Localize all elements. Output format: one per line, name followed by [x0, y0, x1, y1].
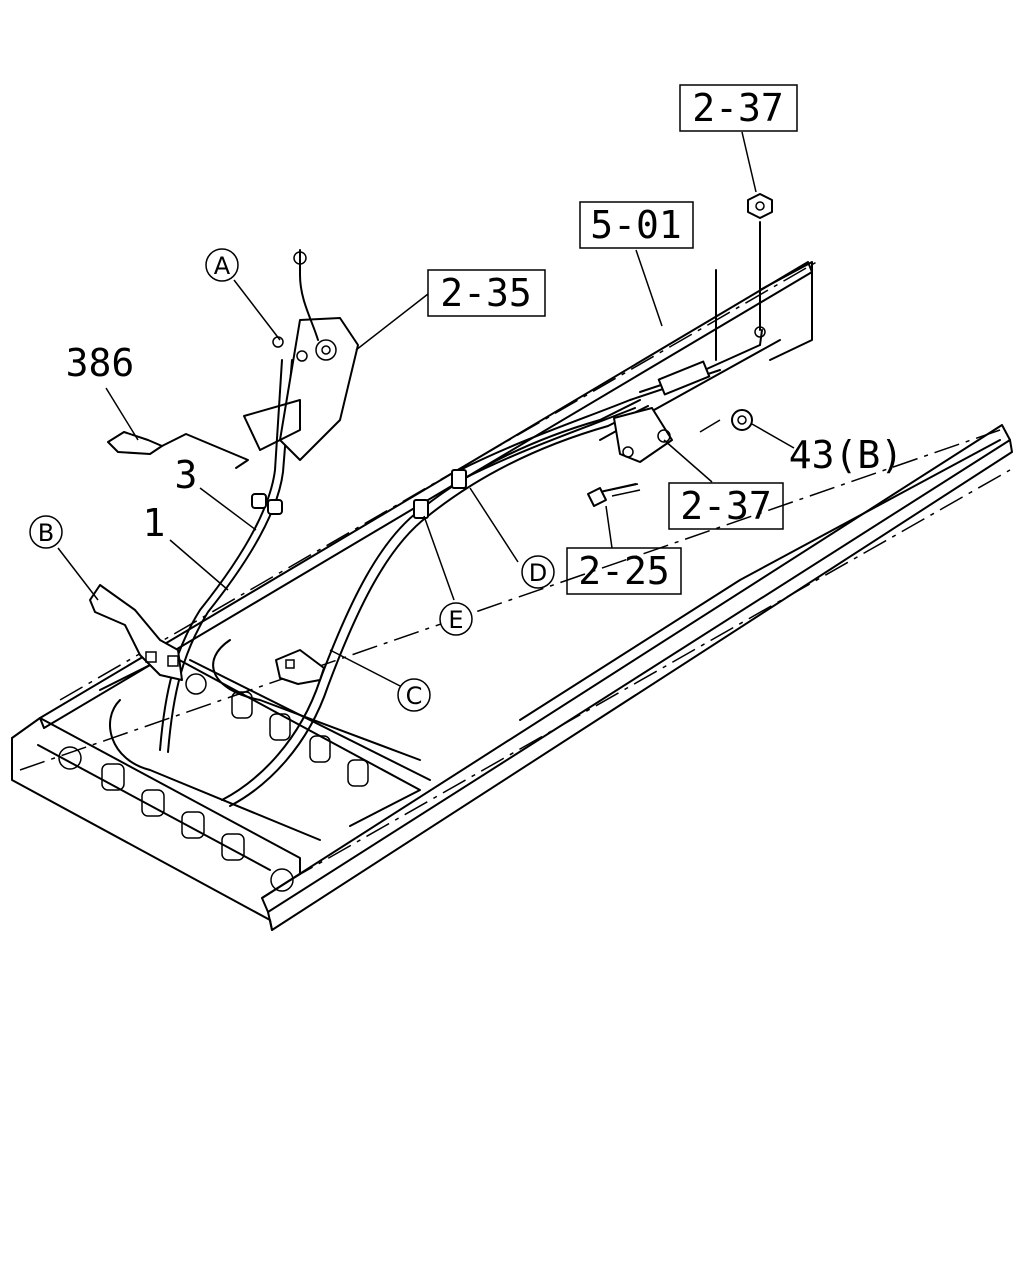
- label-text: 2-25: [578, 549, 670, 593]
- label-3: 3: [175, 453, 198, 497]
- label-43b: 43(B): [789, 433, 903, 477]
- callout-b: B: [29, 515, 63, 549]
- svg-text:B: B: [38, 519, 54, 547]
- svg-text:D: D: [529, 559, 547, 587]
- rear-bracket-and-bolt: [587, 193, 773, 507]
- label-box-2-25: 2-25: [566, 547, 682, 595]
- leader-lines: [57, 131, 795, 689]
- callout-a: A: [205, 248, 239, 282]
- callout-c: C: [397, 678, 431, 712]
- chassis-frame: [11, 259, 1013, 931]
- callout-e: E: [439, 602, 473, 636]
- label-box-2-37-mid: 2-37: [668, 482, 784, 530]
- bracket-b: [89, 584, 183, 681]
- label-text: 2-37: [692, 86, 784, 130]
- svg-text:A: A: [214, 252, 231, 280]
- label-text: 2-37: [680, 484, 772, 528]
- label-box-2-37-top: 2-37: [679, 84, 798, 132]
- bracket-c: [275, 649, 325, 685]
- callout-d: D: [521, 555, 555, 589]
- svg-text:E: E: [448, 606, 463, 634]
- cable-clips: [251, 469, 467, 519]
- label-text: 2-35: [440, 271, 532, 315]
- lever-bracket-assembly: [243, 249, 359, 461]
- label-box-2-35: 2-35: [427, 269, 546, 317]
- label-1: 1: [143, 501, 166, 545]
- label-386: 386: [66, 341, 135, 385]
- label-text: 5-01: [590, 203, 682, 247]
- svg-text:C: C: [406, 682, 423, 710]
- part-386-clip: [107, 431, 249, 469]
- frame-holes: [58, 673, 369, 892]
- label-box-5-01: 5-01: [579, 201, 694, 249]
